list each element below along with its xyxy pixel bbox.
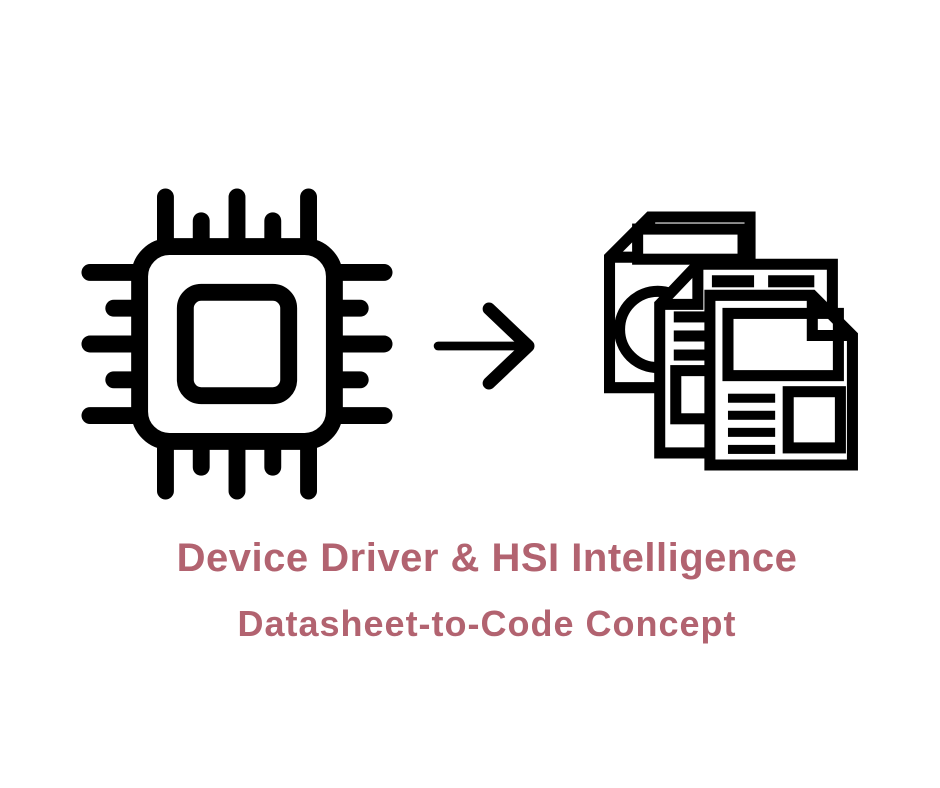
arrow-right-icon	[433, 302, 535, 390]
microchip-icon	[81, 188, 393, 500]
caption-block: Device Driver & HSI Intelligence Datashe…	[17, 534, 940, 645]
document-front	[704, 289, 858, 471]
documents-stack-icon	[604, 211, 858, 471]
caption-title: Device Driver & HSI Intelligence	[176, 536, 798, 580]
caption-subtitle: Datasheet-to-Code Concept	[237, 603, 737, 644]
